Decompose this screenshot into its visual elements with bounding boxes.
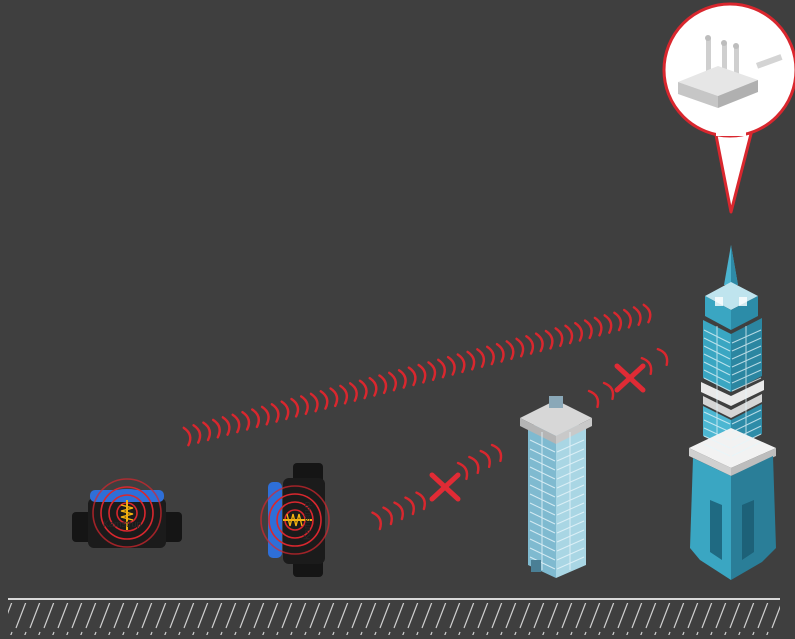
signal-wave-arc [416,491,427,509]
signal-wave-arc [481,449,493,467]
meter-brand-label: Kamstrup [302,501,312,540]
signal-wave-arc [282,401,291,419]
signal-wave-arc [438,359,447,377]
signal-wave-arc [340,385,349,403]
signal-wave-arc [350,382,359,400]
signal-wave-arc [575,322,584,340]
signal-wave-arc [487,346,496,364]
signal-wave-arc [399,369,408,387]
signal-wave-arc [301,395,310,413]
signal-wave-arc [634,306,643,324]
signal-wave-arc [233,414,242,432]
signal-waves-blocked [372,443,504,529]
signal-wave-arc [585,319,594,337]
signal-wave-arc [604,381,616,399]
office-building [520,396,592,578]
signal-wave-arc [605,314,614,332]
signal-wave-arc [372,511,383,529]
signal-wave-arc [405,496,416,514]
signal-wave-arc [291,398,300,416]
signal-wave-arc [321,390,330,408]
blocked-x-icon [432,475,458,499]
signal-wave-arc [556,327,565,345]
water-meter-horizontal: Kamstrup [72,479,182,548]
signal-wave-arc [360,380,369,398]
signal-wave-arc [262,406,271,424]
blocked-x-icon [617,366,643,390]
signal-wave-arc [497,343,506,361]
signal-wave-arc [272,403,281,421]
signal-wave-arc [389,372,398,390]
signal-wave-arc [624,309,633,327]
signal-wave-arc [492,443,504,461]
signal-wave-arc [477,348,486,366]
meter-brand-label: Kamstrup [103,519,142,529]
signal-wave-arc [468,351,477,369]
signal-wave-arc [448,356,457,374]
signal-wave-arc [589,389,601,407]
signal-wave-arc [536,333,545,351]
signal-wave-arc [565,325,574,343]
signal-wave-arc [507,340,516,358]
gateway-callout [664,4,795,212]
signal-wave-arc [223,416,232,434]
signal-wave-arc [213,419,222,437]
signal-wave-arc [469,455,481,473]
radio-tower-building [689,245,776,580]
signal-wave-arc [546,330,555,348]
signal-wave-arc [458,353,467,371]
signal-wave-arc [658,347,670,365]
signal-wave-arc [419,364,428,382]
signal-wave-arc [379,374,388,392]
ground [8,599,780,635]
signal-wave-arc [614,312,623,330]
signal-wave-arc [203,422,212,440]
signal-wave-arc [184,427,193,445]
water-meter-vertical: Kamstrup [261,463,329,577]
signal-wave-arc [644,304,653,322]
signal-wave-arc [595,317,604,335]
signal-wave-arc [252,408,261,426]
signal-wave-arc [242,411,251,429]
signal-wave-arc [409,367,418,385]
signal-wave-arc [194,424,203,442]
signal-wave-arc [370,377,379,395]
signal-wave-arc [526,335,535,353]
signal-wave-arc [517,338,526,356]
signal-wave-arc [311,393,320,411]
signal-wave-arc [428,361,437,379]
signal-wave-arc [394,501,405,519]
signal-wave-arc [383,506,394,524]
signal-wave-arc [331,387,340,405]
